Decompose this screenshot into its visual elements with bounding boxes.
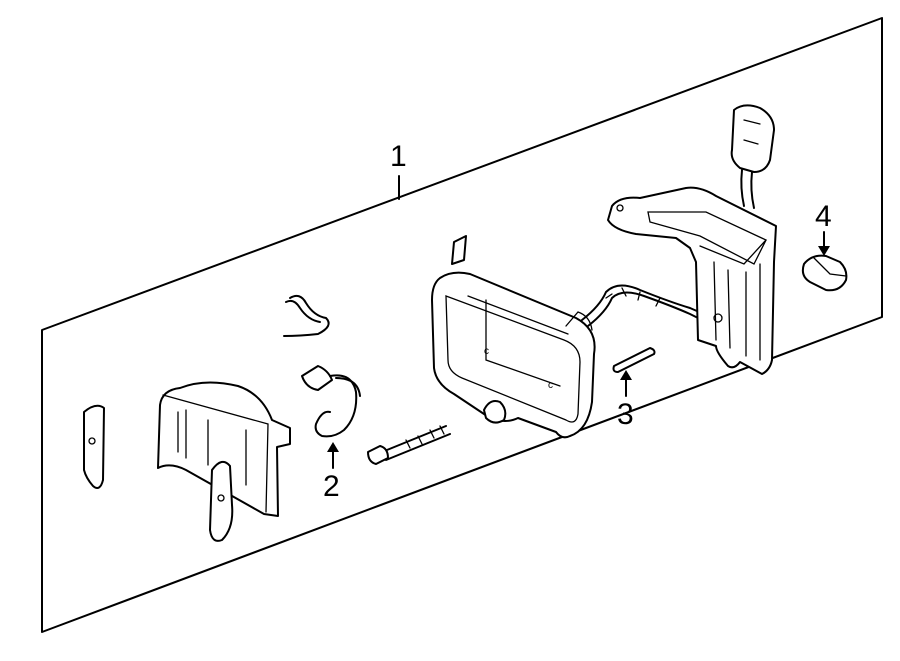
fog-lamp-lens <box>157 381 291 517</box>
callout-4-arrowhead <box>818 246 830 256</box>
callout-3-label: 3 <box>617 398 634 431</box>
lens-mounting-tab <box>209 460 234 542</box>
pin-part <box>612 347 656 373</box>
retaining-clip <box>283 294 330 337</box>
nut-part <box>801 254 848 292</box>
small-bracket-left <box>83 404 105 489</box>
svg-text:c: c <box>548 380 553 391</box>
callout-4-label: 4 <box>815 200 832 233</box>
mounting-bracket <box>607 186 777 375</box>
harness-connector-top <box>730 104 775 209</box>
bulb-socket <box>301 365 361 438</box>
small-pad <box>451 235 467 265</box>
svg-text:c: c <box>484 346 489 357</box>
callout-2-label: 2 <box>323 470 340 503</box>
fog-lamp-housing: c c <box>431 271 596 439</box>
callout-2-arrowhead <box>327 442 339 452</box>
callout-3-arrowhead <box>620 370 632 380</box>
assembly-panel <box>41 17 883 633</box>
adjusting-bolt <box>367 425 451 465</box>
callout-1-label: 1 <box>390 140 407 173</box>
